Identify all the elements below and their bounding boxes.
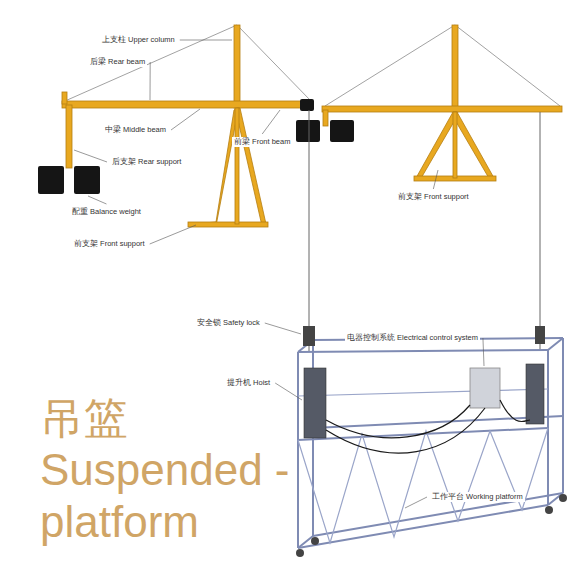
part-label: 前梁 Front beam — [232, 137, 292, 147]
working-platform-frame — [298, 338, 563, 548]
part-label: 中梁 Middle beam — [103, 125, 168, 135]
wheels — [296, 494, 567, 557]
part-label: 后梁 Rear beam — [88, 57, 147, 67]
leader-line — [275, 383, 302, 400]
part-label: 前支架 Front support — [396, 192, 471, 202]
leader-line — [262, 110, 280, 134]
part-label: 提升机 Hoist — [225, 378, 272, 388]
counterweights — [38, 99, 354, 194]
leader-line — [74, 150, 107, 162]
leader-line — [433, 170, 438, 189]
part-label: 安全锁 Safety lock — [195, 318, 262, 328]
part-label: 电器控制系统 Electrical control system — [345, 333, 480, 343]
leader-line — [171, 109, 200, 130]
control-box — [470, 368, 500, 408]
leader-line — [150, 225, 196, 244]
part-label: 工作平台 Working platform — [430, 492, 525, 502]
safety-lock — [303, 326, 315, 346]
part-label: 前支架 Front support — [72, 239, 147, 249]
suspension-cables — [309, 110, 540, 352]
leader-line — [265, 323, 301, 334]
leader-line — [180, 40, 232, 41]
power-cables — [326, 400, 530, 453]
leader-line — [150, 62, 151, 100]
leader-line — [405, 497, 427, 508]
title: 吊篮 Suspended -platform — [40, 392, 290, 548]
right-outrigger — [322, 25, 562, 181]
platform-lattice — [298, 389, 548, 543]
tie-wires — [65, 25, 560, 106]
part-label: 上支柱 Upper column — [100, 35, 177, 45]
leader-line — [483, 338, 484, 366]
leader-line — [88, 196, 106, 204]
hoists — [303, 326, 545, 438]
left-outrigger — [62, 25, 312, 227]
part-label: 配重 Balance weight — [70, 207, 143, 217]
part-label: 后支架 Rear support — [110, 157, 183, 167]
